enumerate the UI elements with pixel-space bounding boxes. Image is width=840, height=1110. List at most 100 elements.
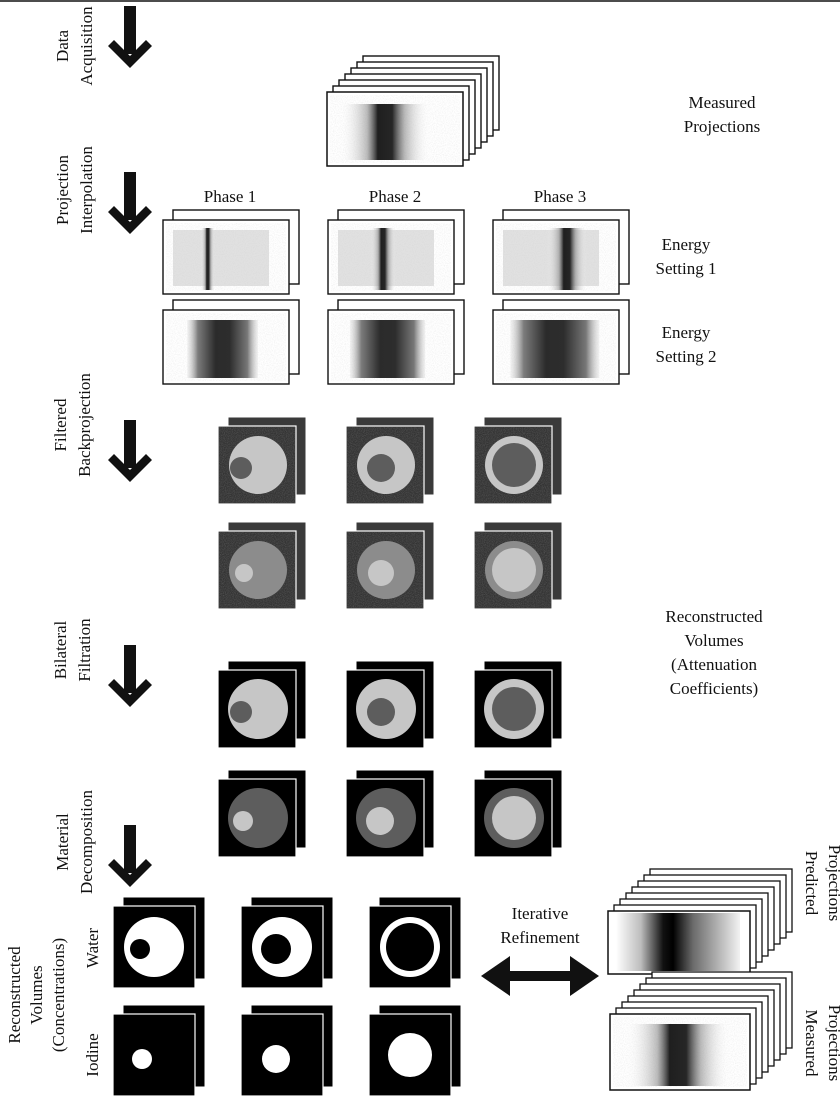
attenuation-band: [370, 228, 396, 290]
phase-headers: Phase 1 Phase 2 Phase 3: [204, 187, 586, 206]
phantom-disk: [229, 541, 287, 599]
step-projection-interpolation: Projection Interpolation: [53, 146, 96, 234]
step-text-line: Material: [53, 813, 72, 871]
slice-pair: [217, 521, 307, 610]
concentration-volumes: [112, 896, 462, 1097]
slice-pair: [473, 660, 563, 749]
label-line: Refinement: [500, 928, 580, 947]
attenuation-field: [173, 230, 269, 286]
label-measured-projections: Measured Projections: [684, 93, 761, 136]
label-line: Reconstructed: [5, 946, 24, 1044]
label-measured-projections-side: Measured Projections: [802, 1005, 840, 1082]
measured-projection-front: [326, 91, 464, 167]
attenuation-band: [187, 320, 258, 378]
projection-pair: [492, 209, 630, 295]
water-void: [386, 923, 434, 971]
projection-pair: [162, 299, 300, 385]
volume-front: [368, 1013, 452, 1097]
arrow-bilateral-filtration: [108, 645, 152, 707]
water-disk: [124, 917, 184, 977]
label-line: Reconstructed: [665, 607, 763, 626]
insert-disk: [367, 698, 395, 726]
arrow-filtered-backprojection: [108, 420, 152, 482]
slice-pair: [217, 416, 307, 505]
interpolated-projections: [162, 209, 630, 385]
attenuation-band: [546, 228, 587, 290]
label-line: (Concentrations): [49, 938, 68, 1052]
step-text-line: Projection: [53, 155, 72, 225]
flow-arrows: [108, 6, 152, 887]
slice-pair: [473, 416, 563, 505]
double-arrow-icon: [481, 956, 599, 996]
projection-pair: [327, 209, 465, 295]
water-volume: [368, 896, 462, 989]
slice-pair: [345, 769, 435, 858]
iodine-disk: [262, 1045, 290, 1073]
insert-disk: [492, 687, 536, 731]
insert-disk: [368, 560, 394, 586]
phase-1-label: Phase 1: [204, 187, 256, 206]
step-text-line: Filtration: [75, 618, 94, 682]
label-line: Measured: [688, 93, 756, 112]
phantom-disk: [229, 436, 287, 494]
iodine-label: Iodine: [83, 1033, 102, 1076]
label-reconstructed-concentrations: Reconstructed Volumes (Concentrations) W…: [5, 928, 102, 1077]
arrow-projection-interpolation: [108, 172, 152, 234]
insert-disk: [367, 454, 395, 482]
water-void: [130, 939, 150, 959]
iodine-disk: [388, 1033, 432, 1077]
insert-disk: [233, 811, 253, 831]
measured-projection-side-front: [609, 1013, 751, 1091]
step-text-line: Interpolation: [77, 146, 96, 234]
measured-projections-stack: [326, 55, 500, 167]
projection-pair: [327, 299, 465, 385]
slice-pair: [473, 769, 563, 858]
iodine-volume: [368, 1004, 462, 1097]
slice-pair: [217, 769, 307, 858]
label-line: Energy: [662, 235, 711, 254]
insert-disk: [230, 701, 252, 723]
step-text-line: Data: [53, 30, 72, 63]
phase-2-label: Phase 2: [369, 187, 421, 206]
label-line: Coefficients): [670, 679, 758, 698]
insert-disk: [492, 548, 536, 592]
iodine-volume: [112, 1004, 206, 1097]
label-line: Predicted: [802, 851, 821, 916]
label-line: Measured: [802, 1009, 821, 1077]
label-line: Projections: [825, 845, 840, 922]
attenuation-band: [349, 320, 426, 378]
label-reconstructed-attenuation: Reconstructed Volumes (Attenuation Coeff…: [665, 607, 763, 698]
step-text-line: Filtered: [51, 398, 70, 451]
slice-pair: [345, 521, 435, 610]
water-volume: [112, 896, 206, 989]
projection-pair: [162, 209, 300, 295]
projection-pair: [492, 299, 630, 385]
arrow-data-acquisition: [108, 6, 152, 68]
label-energy-setting-1: Energy Setting 1: [656, 235, 717, 278]
label-line: Volumes: [684, 631, 743, 650]
iterative-refinement: Iterative Refinement: [481, 904, 599, 996]
label-line: Iterative: [512, 904, 569, 923]
slice-pair: [473, 521, 563, 610]
label-line: Projections: [825, 1005, 840, 1082]
step-text-line: Decomposition: [77, 790, 96, 894]
label-line: (Attenuation: [671, 655, 757, 674]
step-labels: Data Acquisition Projection Interpolatio…: [51, 6, 96, 894]
attenuation-band: [200, 228, 215, 290]
insert-disk: [235, 564, 253, 582]
step-text-line: Backprojection: [75, 373, 94, 477]
water-void: [261, 934, 291, 964]
step-data-acquisition: Data Acquisition: [53, 6, 96, 86]
insert-disk: [492, 796, 536, 840]
predicted-projection-front: [607, 910, 751, 975]
label-line: Projections: [684, 117, 761, 136]
phantom-disk: [228, 679, 288, 739]
step-filtered-backprojection: Filtered Backprojection: [51, 373, 94, 477]
step-bilateral-filtration: Bilateral Filtration: [51, 618, 94, 682]
step-text-line: Acquisition: [77, 6, 96, 86]
arrow-material-decomposition: [108, 825, 152, 887]
volume-front: [112, 1013, 196, 1097]
water-volume: [240, 896, 334, 989]
water-label: Water: [83, 928, 102, 968]
